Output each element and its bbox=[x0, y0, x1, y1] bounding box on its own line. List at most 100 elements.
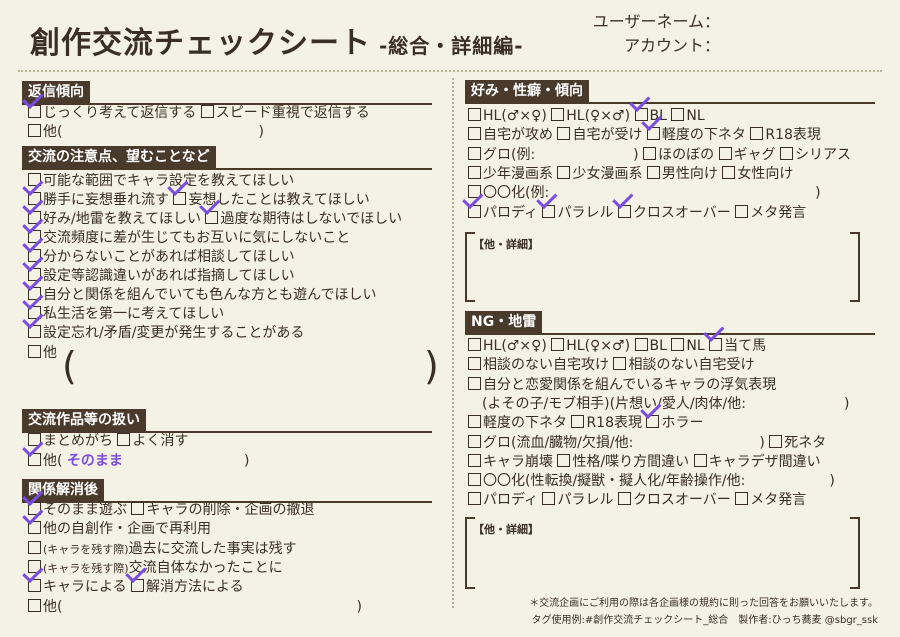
dissolve-item: そのまま遊ぶ キャラの削除・企画の撤退 bbox=[28, 501, 314, 519]
notes-item: 勝手に妄想垂れ流す 妄想したことは教えてほしい bbox=[28, 191, 370, 209]
checkbox[interactable] bbox=[468, 435, 481, 448]
detail-label: 【他・詳細】 bbox=[473, 523, 539, 536]
likes-row-3: グロ(例: ) ほのぼの ギャグ シリアス bbox=[468, 146, 851, 164]
dissolve-item: 他の自創作・企画で再利用 bbox=[28, 520, 211, 538]
header-divider bbox=[18, 70, 882, 72]
notes-item: 設定等認識違いがあれば指摘してほしい bbox=[28, 267, 295, 285]
checkbox[interactable] bbox=[693, 454, 707, 467]
title-text: 創作交流チェックシート bbox=[30, 26, 371, 61]
ng-row-5: グロ(流血/臓物/欠損/他: ) 死ネタ bbox=[468, 434, 826, 452]
checkbox[interactable] bbox=[718, 147, 732, 160]
ng-detail-box[interactable]: 【他・詳細】 bbox=[465, 517, 860, 589]
checkbox[interactable] bbox=[643, 147, 657, 160]
checkbox-checked[interactable] bbox=[28, 579, 41, 592]
checkbox[interactable] bbox=[28, 345, 41, 358]
checkbox[interactable] bbox=[571, 415, 585, 428]
section-likes-head: 好み・性癖・傾向 bbox=[465, 80, 589, 102]
bracket-left bbox=[465, 232, 475, 302]
section-underline bbox=[465, 333, 875, 335]
checkbox[interactable] bbox=[671, 108, 685, 121]
checkbox-checked[interactable] bbox=[542, 205, 556, 218]
bracket-left bbox=[465, 517, 475, 589]
likes-row-6: パロディ パラレル クロスオーバー メタ発言 bbox=[468, 204, 806, 222]
checkbox[interactable] bbox=[200, 105, 214, 118]
checkbox[interactable] bbox=[557, 127, 571, 140]
notes-item: 好み/地雷を教えてほしい 過度な期待はしないでほしい bbox=[28, 210, 402, 228]
checkbox[interactable] bbox=[557, 166, 571, 179]
checkbox[interactable] bbox=[468, 415, 481, 428]
likes-row-5: 〇〇化(例: ) bbox=[468, 184, 821, 202]
checkbox-checked[interactable] bbox=[646, 127, 660, 140]
ng-row-3: 自分と恋愛関係を組んでいるキャラの浮気表現 bbox=[468, 376, 776, 394]
checkbox-checked[interactable] bbox=[131, 579, 145, 592]
checkbox-checked[interactable] bbox=[646, 415, 660, 428]
notes-item-other: 他 bbox=[28, 344, 57, 362]
detail-label: 【他・詳細】 bbox=[473, 238, 539, 251]
checkbox-checked[interactable] bbox=[617, 205, 631, 218]
checkbox-checked[interactable] bbox=[634, 108, 648, 121]
checkbox-checked[interactable] bbox=[28, 325, 41, 338]
section-underline bbox=[22, 168, 432, 170]
ng-row-6: キャラ崩壊 性格/喋り方間違い キャラデザ間違い bbox=[468, 453, 821, 471]
section-underline bbox=[465, 102, 875, 104]
ng-row-4: 軽度の下ネタ R18表現 ホラー bbox=[468, 414, 703, 432]
checkbox[interactable] bbox=[468, 473, 481, 486]
username-label: ユーザーネーム： bbox=[592, 12, 720, 31]
section-underline bbox=[22, 501, 432, 503]
bracket-right bbox=[850, 232, 860, 302]
checkbox[interactable] bbox=[722, 166, 736, 179]
section-dissolve-head: 関係解消後 bbox=[22, 479, 104, 501]
checkbox[interactable] bbox=[617, 492, 631, 505]
checkbox[interactable] bbox=[468, 338, 481, 351]
paren-open: ( bbox=[62, 344, 77, 388]
checkbox[interactable] bbox=[634, 338, 648, 351]
ng-row-8: パロディ パラレル クロスオーバー メタ発言 bbox=[468, 491, 806, 509]
footer-credit: タグ使用例:#創作交流チェックシート_総合 製作者:ひっち蕎麦 @sbgr_ss… bbox=[531, 615, 878, 626]
checkbox-checked[interactable] bbox=[468, 205, 481, 218]
checkbox[interactable] bbox=[551, 108, 565, 121]
subtitle-text: -総合・詳細編- bbox=[379, 34, 524, 58]
checkbox[interactable] bbox=[671, 338, 685, 351]
notes-item: 交流頻度に差が生じてもお互いに気にしないこと bbox=[28, 229, 350, 247]
works-paren-close: ) bbox=[244, 453, 250, 469]
section-notes-head: 交流の注意点、望むことなど bbox=[22, 146, 216, 168]
checkbox[interactable] bbox=[646, 166, 660, 179]
checkbox-checked[interactable] bbox=[28, 105, 41, 118]
likes-row-1: HL(♂×♀) HL(♀×♂) BL NL bbox=[468, 107, 705, 125]
checkbox-checked[interactable] bbox=[28, 453, 41, 466]
checkbox-checked[interactable] bbox=[709, 338, 723, 351]
notes-item: 自分と関係を組んでいても色んな方とも遊んでほしい bbox=[28, 286, 376, 304]
user-info: ユーザーネーム： アカウント： bbox=[590, 10, 720, 58]
checkbox[interactable] bbox=[468, 357, 481, 370]
checkbox[interactable] bbox=[28, 541, 41, 554]
checkbox[interactable] bbox=[28, 124, 41, 137]
checkbox[interactable] bbox=[557, 454, 571, 467]
checkbox[interactable] bbox=[468, 127, 481, 140]
checkbox-checked[interactable] bbox=[173, 192, 187, 205]
checkbox-checked[interactable] bbox=[28, 521, 41, 534]
checkbox[interactable] bbox=[551, 338, 565, 351]
dissolve-item: (キャラを残す際)交流自体なかったことに bbox=[28, 559, 283, 578]
notes-item: 可能な範囲でキャラ設定を教えてほしい bbox=[28, 172, 294, 190]
checkbox[interactable] bbox=[468, 454, 481, 467]
checkbox[interactable] bbox=[735, 492, 749, 505]
likes-detail-box[interactable]: 【他・詳細】 bbox=[465, 232, 860, 302]
checkbox[interactable] bbox=[780, 147, 793, 160]
checkbox-checked[interactable] bbox=[205, 211, 219, 224]
checkbox[interactable] bbox=[468, 377, 481, 390]
checkbox[interactable] bbox=[769, 435, 783, 448]
ng-row-3b: (よその子/モブ相手)(片想い/愛人/肉体/他: ) bbox=[482, 396, 850, 412]
notes-item: 分からないことがあれば相談してほしい bbox=[28, 248, 295, 266]
checkbox[interactable] bbox=[468, 108, 481, 121]
checkbox[interactable] bbox=[468, 166, 481, 179]
checkbox[interactable] bbox=[468, 492, 481, 505]
checkbox[interactable] bbox=[468, 147, 481, 160]
checkbox[interactable] bbox=[28, 599, 41, 612]
checkbox[interactable] bbox=[613, 357, 627, 370]
checkbox[interactable] bbox=[750, 127, 764, 140]
reply-row-1: じっくり考えて返信する スピード重視で返信する bbox=[28, 104, 370, 122]
checkbox[interactable] bbox=[117, 433, 131, 446]
checkbox[interactable] bbox=[735, 205, 749, 218]
checkbox[interactable] bbox=[542, 492, 556, 505]
checkbox[interactable] bbox=[131, 502, 145, 515]
